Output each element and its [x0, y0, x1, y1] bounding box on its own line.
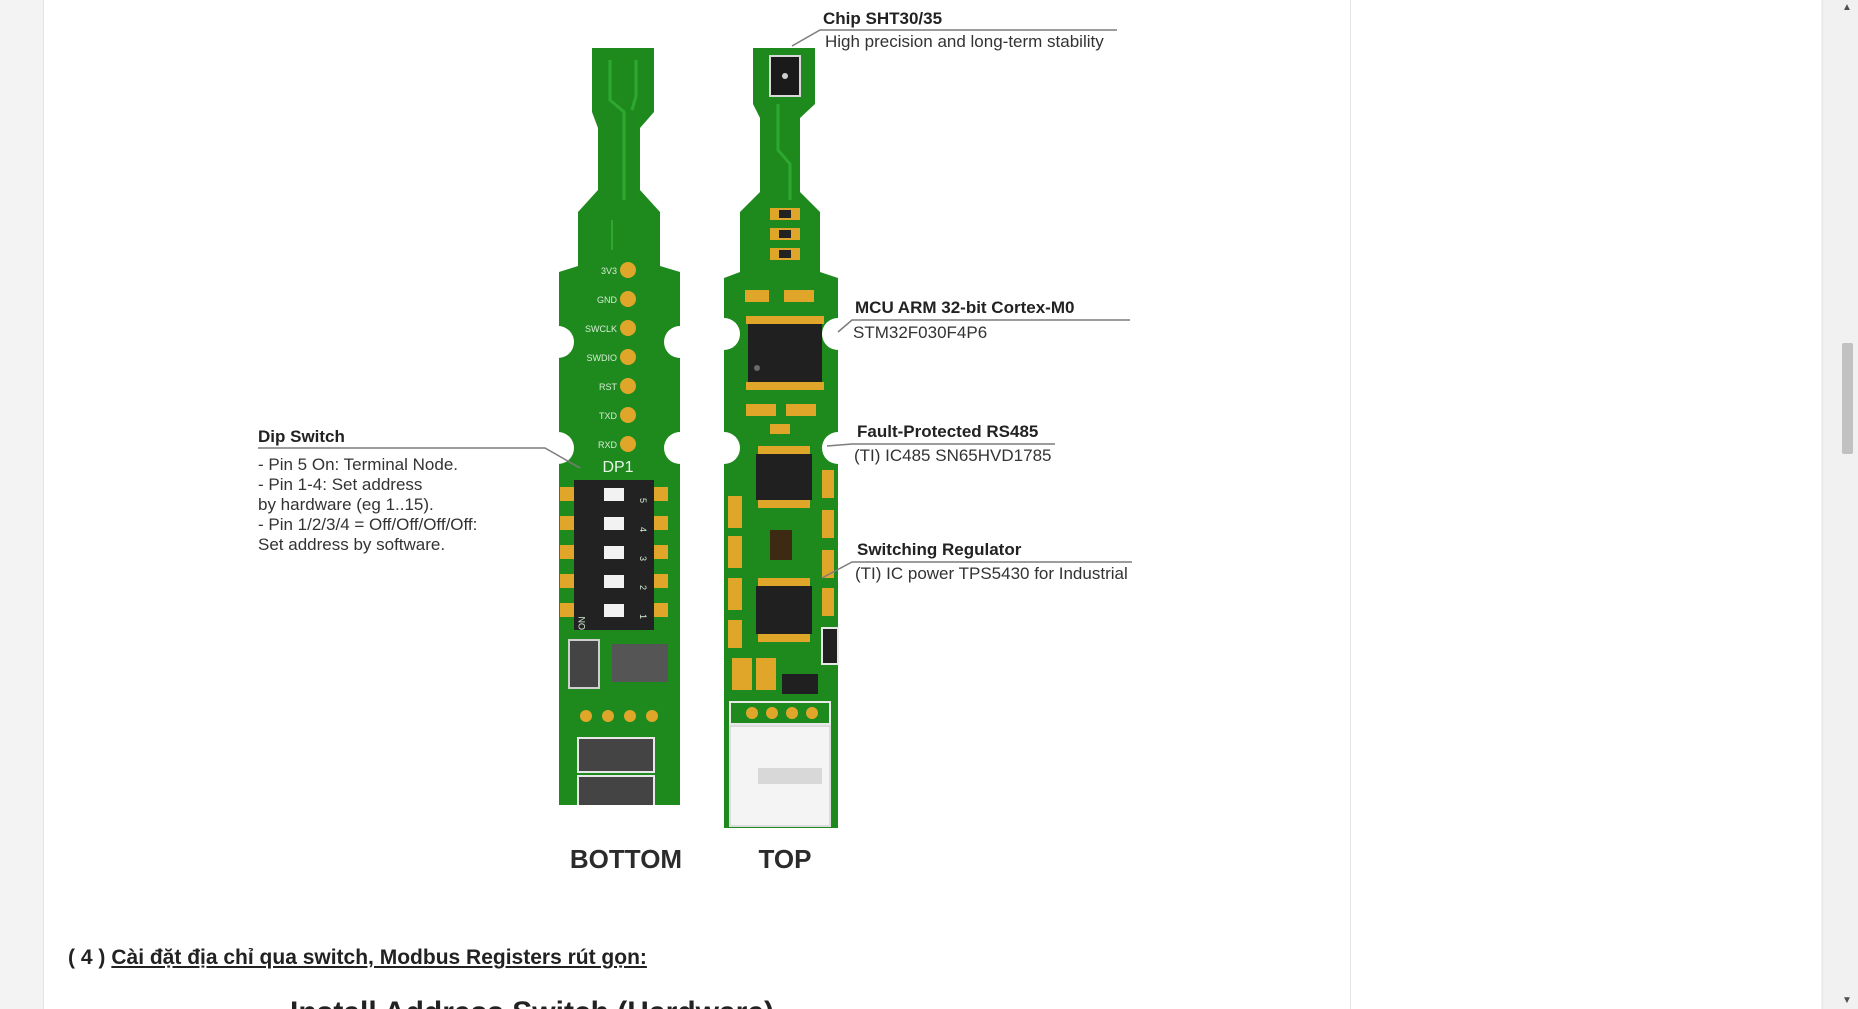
dip-number: 4 [638, 527, 648, 532]
right-sidebar [1351, 0, 1821, 1009]
scroll-up-arrow-icon[interactable]: ▲ [1840, 2, 1854, 14]
dip-number: 3 [638, 556, 648, 561]
mcu-chip [746, 316, 824, 390]
callout-title: MCU ARM 32-bit Cortex-M0 [855, 298, 1074, 317]
next-heading-partial: Install Address Switch (Hardware) [290, 998, 774, 1009]
section-number: ( 4 ) [68, 946, 105, 969]
silk-pin-label: RXD [598, 440, 618, 450]
dip-on-label: ON [577, 617, 587, 631]
page-scrollbar[interactable]: ▲ ▼ [1822, 0, 1858, 1009]
dip-number: 2 [638, 585, 648, 590]
silk-pin-label: 3V3 [601, 266, 617, 276]
silk-pin-label: GND [597, 295, 618, 305]
callout-line: - Pin 5 On: Terminal Node. [258, 455, 458, 474]
pcb-top-board [708, 48, 854, 828]
callout-line: High precision and long-term stability [825, 32, 1104, 51]
callout-line: (TI) IC485 SN65HVD1785 [854, 446, 1051, 465]
silk-pin-label: SWCLK [585, 324, 617, 334]
section-title-link[interactable]: Cài đặt địa chỉ qua switch, Modbus Regis… [111, 946, 647, 969]
callout-line: - Pin 1-4: Set address [258, 475, 422, 494]
sht30-sensor-chip [770, 56, 800, 96]
scrollbar-thumb[interactable] [1842, 343, 1853, 454]
section-heading: ( 4 ) Cài đặt địa chỉ qua switch, Modbus … [68, 946, 647, 970]
dip-number: 1 [638, 614, 648, 619]
dip-switch-component: 5 4 3 2 1 ON [574, 480, 654, 630]
bottom-label: BOTTOM [570, 844, 682, 874]
callout-line: STM32F030F4P6 [853, 323, 987, 342]
scroll-down-arrow-icon[interactable]: ▼ [1840, 995, 1854, 1007]
callout-title: Switching Regulator [857, 540, 1022, 559]
callout-title: Fault-Protected RS485 [857, 422, 1038, 441]
callout-line: Set address by software. [258, 535, 445, 554]
silk-pin-label: SWDIO [587, 353, 618, 363]
regulator-chip [756, 578, 812, 642]
pcb-figure: 3V3 GND SWCLK SWDIO RST TXD RXD DP1 5 4 … [0, 0, 1358, 940]
silk-pin-label: TXD [599, 411, 618, 421]
rs485-chip [756, 446, 812, 508]
silk-pin-label: RST [599, 382, 618, 392]
pcb-bottom-board: 3V3 GND SWCLK SWDIO RST TXD RXD DP1 5 4 … [542, 48, 696, 817]
callout-dip-switch: Dip Switch - Pin 5 On: Terminal Node. - … [258, 427, 477, 554]
silk-dp1-label: DP1 [602, 459, 633, 476]
jst-connector [730, 702, 830, 826]
callout-line: - Pin 1/2/3/4 = Off/Off/Off/Off: [258, 515, 477, 534]
callout-title: Chip SHT30/35 [823, 9, 942, 28]
dip-number: 5 [638, 498, 648, 503]
top-label: TOP [759, 844, 812, 874]
callout-line: (TI) IC power TPS5430 for Industrial [855, 564, 1128, 583]
callout-title: Dip Switch [258, 427, 345, 446]
callout-line: by hardware (eg 1..15). [258, 495, 434, 514]
